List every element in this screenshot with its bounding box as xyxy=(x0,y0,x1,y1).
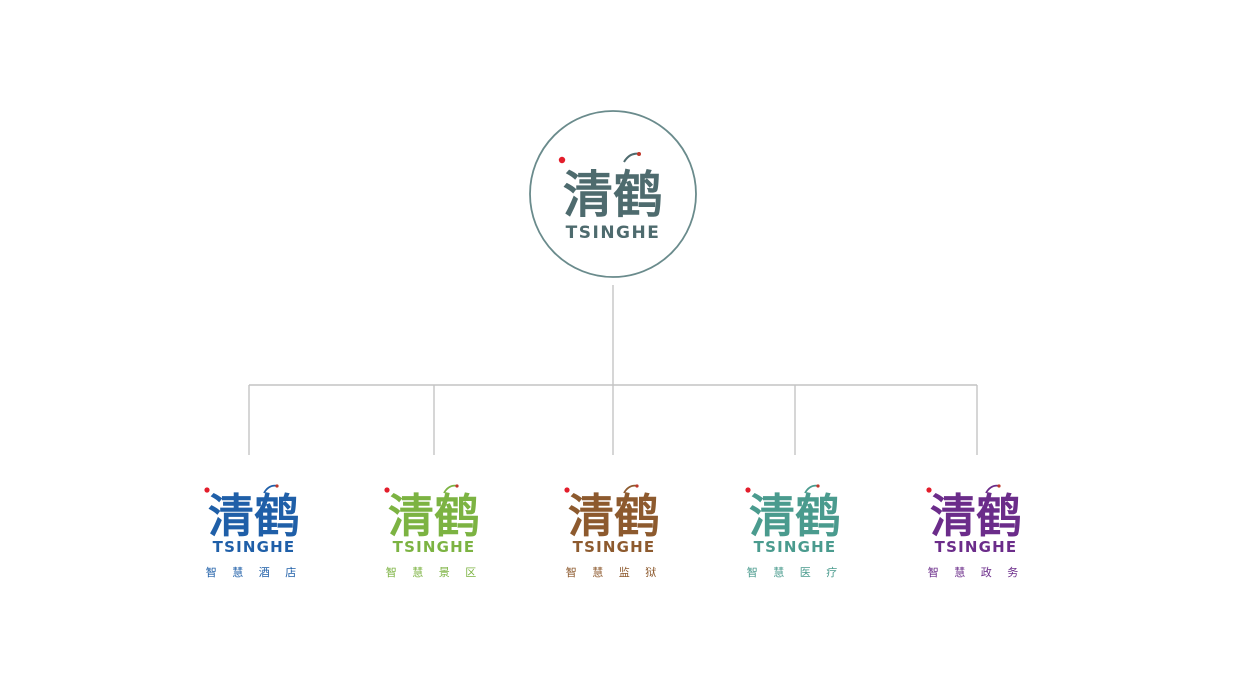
root-brand-cn: 清鹤 xyxy=(563,166,663,224)
branch-crane-head-icon xyxy=(275,484,279,488)
branch-subtitle: 智 慧 医 疗 xyxy=(747,565,844,579)
branch-crane-head-icon xyxy=(635,484,639,488)
branch-node-government: 清鹤 TSINGHE 智 慧 政 务 xyxy=(926,484,1025,579)
branch-brand-en: TSINGHE xyxy=(573,538,656,556)
branch-brand-en: TSINGHE xyxy=(213,538,296,556)
branch-node-scenic: 清鹤 TSINGHE 智 慧 景 区 xyxy=(384,484,483,579)
root-brand-en: TSINGHE xyxy=(566,223,661,243)
branch-subtitle: 智 慧 政 务 xyxy=(928,565,1025,579)
branch-brand-en: TSINGHE xyxy=(393,538,476,556)
branch-subtitle: 智 慧 酒 店 xyxy=(206,565,303,579)
branch-crane-head-icon xyxy=(455,484,459,488)
branch-node-medical: 清鹤 TSINGHE 智 慧 医 疗 xyxy=(745,484,844,579)
root-crane-head-icon xyxy=(637,152,641,156)
branch-crane-head-icon xyxy=(997,484,1001,488)
branch-subtitle: 智 慧 监 狱 xyxy=(566,565,663,579)
root-node: 清鹤 TSINGHE xyxy=(529,110,697,278)
branch-brand-cn: 清鹤 xyxy=(568,489,660,543)
branch-logo-dot xyxy=(384,487,390,493)
branch-subtitle: 智 慧 景 区 xyxy=(386,565,483,579)
branch-crane-head-icon xyxy=(816,484,820,488)
branch-brand-cn: 清鹤 xyxy=(208,489,300,543)
branch-logo-dot xyxy=(204,487,210,493)
branch-brand-cn: 清鹤 xyxy=(388,489,480,543)
branch-logo-dot xyxy=(564,487,570,493)
branch-node-prison: 清鹤 TSINGHE 智 慧 监 狱 xyxy=(564,484,663,579)
branch-logo-dot xyxy=(926,487,932,493)
branch-brand-cn: 清鹤 xyxy=(749,489,841,543)
branch-node-hotel: 清鹤 TSINGHE 智 慧 酒 店 xyxy=(204,484,303,579)
root-circle xyxy=(529,110,697,278)
branch-logo-dot xyxy=(745,487,751,493)
connectors xyxy=(248,285,978,455)
branch-brand-cn: 清鹤 xyxy=(930,489,1022,543)
root-logo-dot xyxy=(558,156,566,164)
branch-brand-en: TSINGHE xyxy=(754,538,837,556)
branch-brand-en: TSINGHE xyxy=(935,538,1018,556)
